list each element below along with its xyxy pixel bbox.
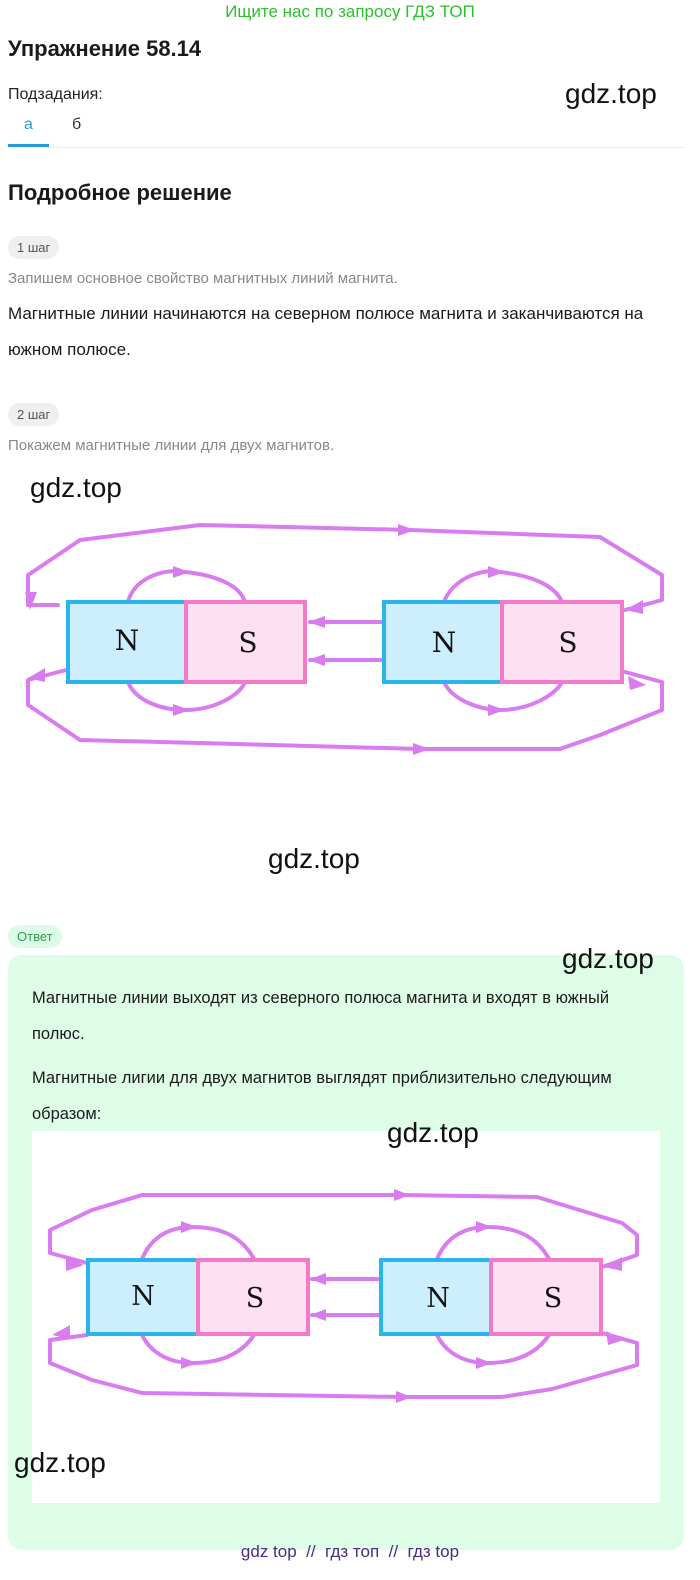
step-note: Запишем основное свойство магнитных лини… [8,270,398,287]
field-arrow [628,676,646,690]
south-label: S [558,626,577,659]
answer-badge: Ответ [8,925,62,948]
field-arrow [604,1257,622,1271]
field-line [435,1333,551,1365]
field-line [26,523,664,612]
step-text: Магнитные линии начинаются на северном п… [8,304,644,359]
watermark: gdz.top [14,1447,106,1478]
field-line [48,1331,639,1399]
field-arrow [625,600,643,614]
footer-link[interactable]: гдз топ [325,1542,380,1561]
search-hint-link[interactable]: Ищите нас по запросу ГДЗ ТОП [225,2,475,21]
footer-link[interactable]: гдз top [407,1542,460,1561]
magnet-south-pole [500,600,624,684]
page-title: Упражнение 58.14 [8,36,202,61]
field-arrow [606,1331,624,1345]
active-tab-indicator [8,144,49,147]
field-arrow [66,1257,84,1271]
field-arrow [173,566,190,578]
north-label: N [115,624,140,657]
watermark: gdz.top [268,843,360,874]
solution-heading: Подробное решение [8,180,232,205]
answer-paragraph: Магнитные лигии для двух магнитов выгляд… [32,1069,612,1123]
north-label: N [426,1283,450,1314]
field-line [442,680,564,712]
field-arrow [28,668,45,682]
magnet-south-pole [196,1258,310,1336]
north-label: N [131,1281,155,1312]
footer-separator: // [306,1542,316,1561]
tab-b[interactable]: б [72,116,82,133]
field-arrow [181,1357,197,1369]
watermark: gdz.top [30,472,122,503]
field-line [140,1225,256,1261]
field-arrow [52,1325,70,1339]
magnet-south-pole [184,600,307,684]
field-arrow [396,1391,412,1403]
field-arrow [308,616,325,628]
field-arrow [181,1221,197,1233]
magnet-field-figure: N S N S [25,523,664,755]
south-label: S [544,1283,563,1314]
field-line [140,1333,256,1365]
south-label: S [238,626,257,659]
answer-paragraph: Магнитные линии выходят из северного пол… [32,989,610,1043]
answer-magnet-field-figure: N S N S [48,1189,639,1403]
field-arrow [476,1221,492,1233]
magnet-south-pole [489,1258,603,1336]
field-arrow [488,704,505,716]
step-note: Покажем магнитные линии для двух магнито… [8,437,335,454]
field-line [442,569,564,604]
field-arrow [394,1189,410,1201]
field-arrow [476,1357,492,1369]
subtasks-label: Подзадания: [8,86,103,103]
magnet-north-pole [379,1258,493,1336]
footer-separator: // [388,1542,399,1561]
field-line [126,569,247,604]
watermark: gdz.top [562,943,654,974]
tab-a[interactable]: а [24,116,33,133]
watermark: gdz.top [565,78,657,109]
field-line [435,1225,551,1261]
field-arrow [25,592,37,610]
watermark: gdz.top [387,1117,479,1148]
footer-link[interactable]: gdz top [240,1542,297,1561]
magnet-north-pole [86,1258,200,1336]
south-label: S [246,1283,265,1314]
field-arrow [310,1273,326,1285]
north-label: N [432,626,457,659]
subtask-tabs: а б [8,110,684,148]
field-arrow [398,524,415,536]
field-arrow [488,566,505,578]
field-arrow [413,743,430,755]
footer-links: gdz top // гдз топ // гдз top [0,1542,700,1562]
field-arrow [173,704,190,716]
step-badge: 1 шаг [8,236,60,259]
field-line [126,680,247,712]
field-arrow [308,654,325,666]
step-badge: 2 шаг [8,403,60,426]
field-arrow [310,1309,326,1321]
